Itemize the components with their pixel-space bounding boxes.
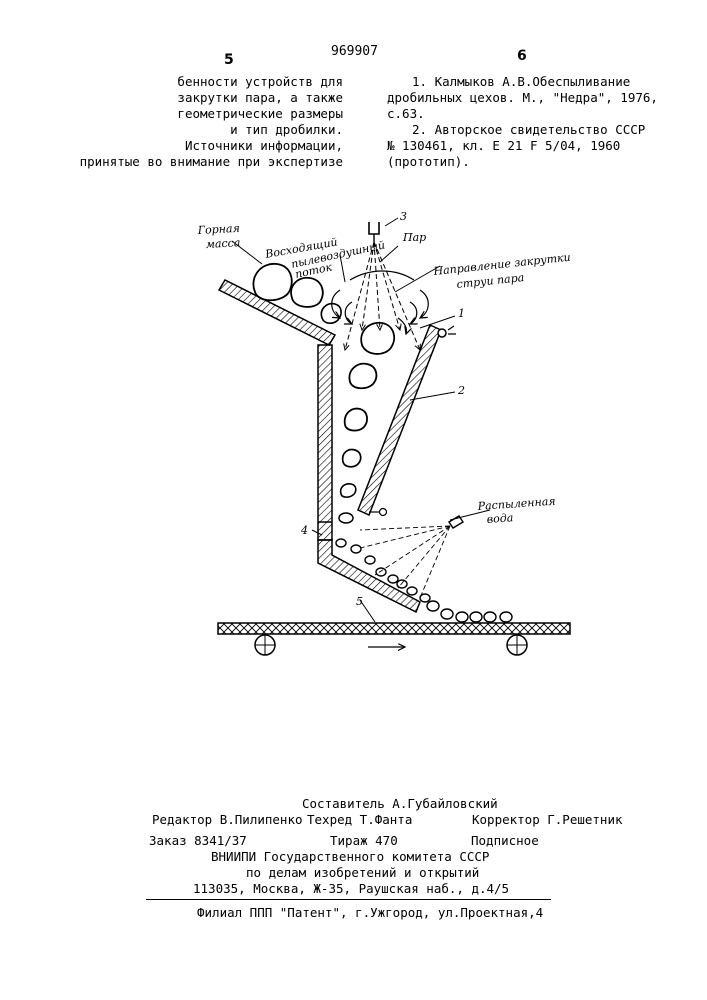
footer-divider: [146, 899, 551, 900]
label-number-1: 1: [458, 307, 465, 320]
label-water: Распыленная: [476, 495, 556, 513]
footer-order: Заказ 8341/37: [149, 833, 247, 849]
footer-subscription: Подписное: [471, 833, 539, 849]
conveyor-belt: [218, 623, 570, 634]
footer-organization: ВНИИПИ Государственного комитета СССР: [211, 849, 489, 865]
label-steam: Пар: [402, 231, 426, 244]
label-number-3: 3: [400, 210, 407, 223]
footer-circulation: Тираж 470: [330, 833, 398, 849]
label-number-5: 5: [356, 595, 363, 608]
discharge-wall: [318, 540, 420, 612]
footer-compiler: Составитель А.Губайловский: [302, 796, 498, 812]
footer-editor: Редактор В.Пилипенко: [152, 812, 303, 828]
label-rock-mass: Горная: [196, 222, 240, 237]
label-number-4: 4: [300, 524, 308, 537]
label-rock-mass: масса: [205, 236, 240, 251]
label-water: вода: [486, 511, 513, 526]
feed-chute: [219, 280, 335, 345]
label-number-2: 2: [457, 384, 465, 397]
footer-branch: Филиал ППП "Патент", г.Ужгород, ул.Проек…: [197, 905, 543, 921]
footer-techred: Техред Т.Фанта: [307, 812, 412, 828]
footer-corrector: Корректор Г.Решетник: [472, 812, 623, 828]
footer-address: 113035, Москва, Ж-35, Раушская наб., д.4…: [193, 881, 509, 897]
left-wall: [318, 345, 332, 540]
footer-organization: по делам изобретений и открытий: [246, 865, 479, 881]
